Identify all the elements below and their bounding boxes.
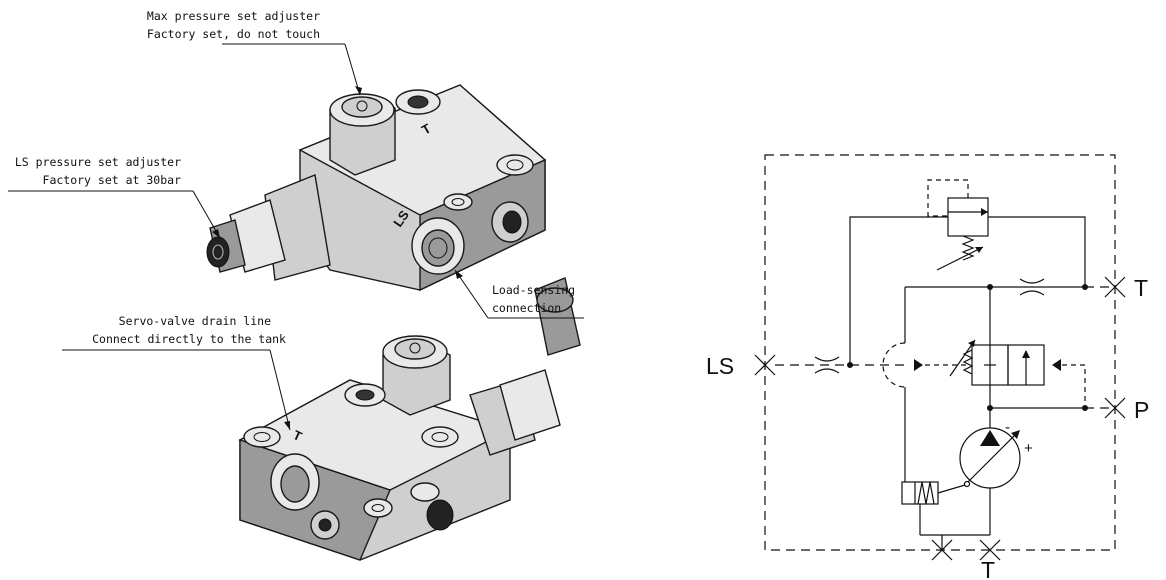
hydraulic-schematic: T LS [706, 154, 1149, 580]
port-label-t-top: T [1134, 275, 1148, 301]
callout-load-sensing: Load-sensing connection [454, 269, 584, 319]
callout-load-sensing-line2: connection [492, 301, 561, 315]
port-t-top-cross [1104, 276, 1126, 298]
variable-pump-symbol: - + [959, 408, 1033, 535]
callout-max-pressure: Max pressure set adjuster Factory set, d… [147, 9, 362, 96]
port-label-p: P [1134, 397, 1149, 423]
pump-plus-sign: + [1024, 440, 1033, 457]
callout-load-sensing-line1: Load-sensing [492, 283, 575, 297]
callout-ls-pressure: LS pressure set adjuster Factory set at … [8, 155, 221, 239]
callout-max-pressure-line2: Factory set, do not touch [147, 27, 320, 41]
port-ls-cross [754, 354, 776, 376]
callout-ls-pressure-line2: Factory set at 30bar [43, 173, 182, 187]
servo-piston-symbol [901, 387, 971, 535]
relief-valve-symbol [849, 179, 1086, 365]
pump-minus-sign: - [1005, 419, 1010, 436]
schematic-boundary [764, 154, 1116, 551]
compensator-valve-symbol [949, 339, 1086, 405]
port-p-cross [1104, 397, 1126, 419]
port-label-t-bottom: T [981, 557, 995, 580]
callout-servo-drain-line1: Servo-valve drain line [119, 314, 271, 328]
top-valve-drawing: T LS [206, 84, 547, 292]
port-label-ls: LS [706, 353, 734, 379]
callout-max-pressure-line1: Max pressure set adjuster [147, 9, 320, 23]
callout-servo-drain-line2: Connect directly to the tank [92, 332, 286, 346]
bottom-valve-drawing: T [238, 277, 581, 561]
callout-servo-drain: Servo-valve drain line Connect directly … [62, 314, 291, 431]
port-t-bottom-cross [979, 539, 1001, 561]
callout-ls-pressure-line1: LS pressure set adjuster [15, 155, 181, 169]
